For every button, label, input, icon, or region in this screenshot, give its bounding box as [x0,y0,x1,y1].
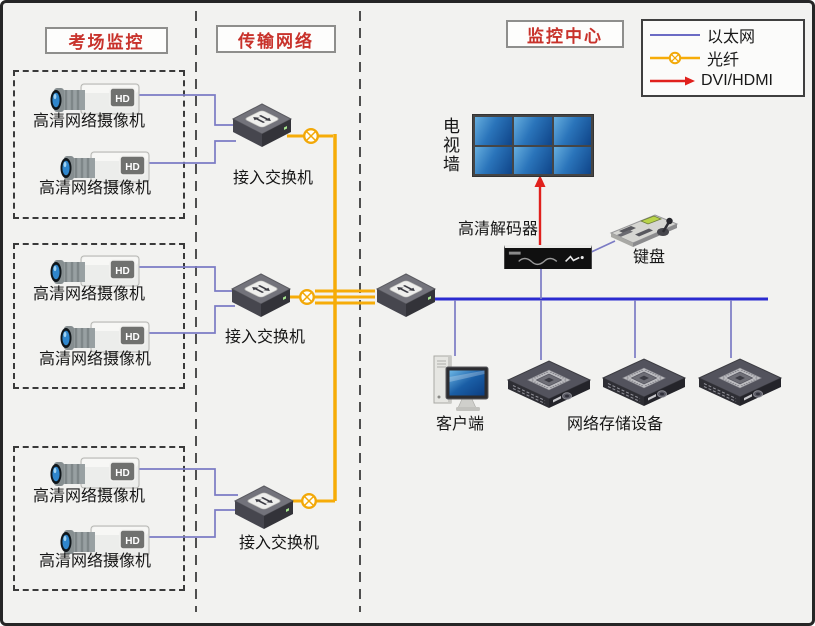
camera-group-box-2 [13,243,185,389]
legend: 以太网 光纤 DVI/HDMI [641,19,805,97]
fiber-lines [285,134,375,503]
tv-wall-panel [475,146,513,174]
access-switch-icon [232,481,296,533]
camera-group-box-3 [13,446,185,591]
section-title-center-text: 监控中心 [527,26,603,46]
network-storage-icon [696,354,784,408]
tv-wall-panel [553,146,591,174]
section-title-center: 监控中心 [506,20,624,48]
network-storage-icon [600,354,688,408]
section-title-transmission: 传输网络 [216,25,336,53]
legend-label-dvi-hdmi: DVI/HDMI [701,72,773,89]
camera-label: 高清网络摄像机 [38,351,151,368]
camera-label: 高清网络摄像机 [32,113,145,130]
decoder-front-detail [508,251,584,266]
dvi-hdmi-arrow [534,175,546,246]
ethernet-bus-lines [431,240,768,360]
ethernet-camera-lines [139,94,238,538]
access-switch-label: 接入交换机 [232,170,313,187]
access-switch-icon [230,99,294,151]
tv-wall-panel [514,146,552,174]
section-title-exam: 考场监控 [45,27,168,54]
tv-wall-label: 电视墙 [440,117,459,174]
decoder-icon [504,245,592,269]
section-title-transmission-text: 传输网络 [238,31,314,51]
legend-row-fiber: 光纤 [647,47,799,69]
section-title-exam-text: 考场监控 [68,33,145,52]
access-switch-icon [229,269,293,321]
access-switch-label: 接入交换机 [224,329,305,346]
keyboard-icon [609,211,679,249]
camera-group-box-1 [13,70,185,219]
client-pc-icon [431,355,489,413]
camera-label: 高清网络摄像机 [38,553,151,570]
ethernet-line-icon [650,34,700,36]
legend-label-fiber: 光纤 [707,52,740,69]
keyboard-label: 键盘 [632,249,665,266]
legend-row-ethernet: 以太网 [647,24,799,46]
decoder-label: 高清解码器 [457,221,538,238]
storage-label: 网络存储设备 [566,416,663,433]
fiber-line-icon [650,51,700,65]
core-switch-icon [374,269,438,321]
access-switch-label: 接入交换机 [238,535,319,552]
legend-row-dvi-hdmi: DVI/HDMI [647,70,799,92]
section-divider-lines [195,11,361,612]
dvi-hdmi-arrow-icon [650,76,695,86]
camera-label: 高清网络摄像机 [32,286,145,303]
client-label: 客户端 [435,416,484,433]
tv-wall-icon [472,114,594,177]
tv-wall-panel [514,117,552,145]
legend-label-ethernet: 以太网 [707,29,756,46]
camera-label: 高清网络摄像机 [32,488,145,505]
network-storage-icon [505,356,593,410]
tv-wall-panel [475,117,513,145]
tv-wall-panel [553,117,591,145]
camera-label: 高清网络摄像机 [38,180,151,197]
